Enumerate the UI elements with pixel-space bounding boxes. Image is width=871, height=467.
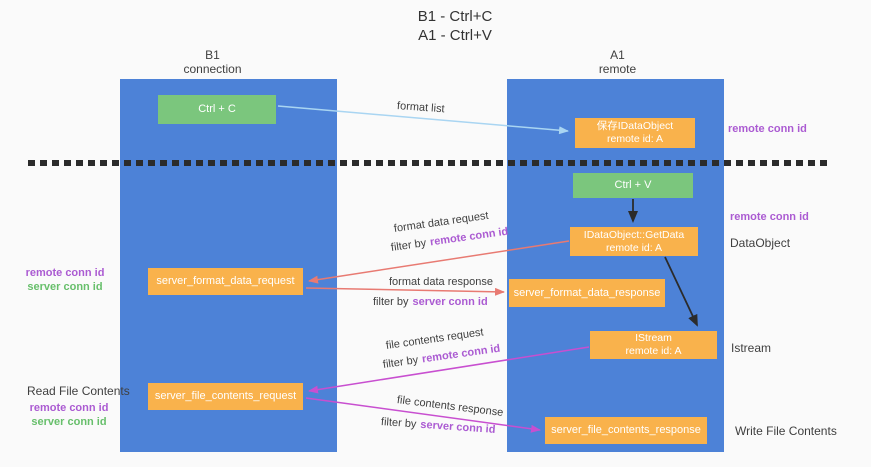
remote-conn-id-key: remote conn id xyxy=(421,342,501,366)
filter-by-text: filter by xyxy=(390,237,427,254)
node-server-format-data-response-label: server_format_data_response xyxy=(513,286,661,299)
annotation-write-file-contents: Write File Contents xyxy=(735,424,837,438)
label-format-list: format list xyxy=(396,100,445,116)
right-column-header: A1 remote xyxy=(555,48,680,76)
annotation-istream: Istream xyxy=(731,341,772,355)
annotation-left-bottom-remote: remote conn id xyxy=(29,402,109,414)
left-column-subtitle: connection xyxy=(183,62,242,76)
annotation-left-mid-remote: remote conn id xyxy=(25,267,105,279)
filter-by-text: filter by xyxy=(380,416,417,431)
node-save-idataobject-line1: 保存IDataObject xyxy=(596,120,674,132)
node-istream-line2: remote id: A xyxy=(625,345,682,357)
annotation-remote-conn-id-mid: remote conn id xyxy=(730,211,809,223)
right-column-subtitle: remote xyxy=(598,62,637,76)
annotation-remote-conn-id-top: remote conn id xyxy=(728,123,807,135)
node-server-format-data-response: server_format_data_response xyxy=(509,279,665,307)
annotation-read-file-contents: Read File Contents xyxy=(27,384,130,398)
node-ctrl-v: Ctrl + V xyxy=(573,173,693,198)
node-ctrl-v-label: Ctrl + V xyxy=(614,179,652,191)
annotation-dataobject: DataObject xyxy=(730,236,791,250)
filter-by-text: filter by xyxy=(373,296,409,308)
node-server-file-contents-response: server_file_contents_response xyxy=(545,417,707,444)
diagram-title: B1 - Ctrl+C A1 - Ctrl+V xyxy=(385,7,525,45)
node-idataobject-getdata: IDataObject::GetData remote id: A xyxy=(570,227,698,256)
node-istream-line1: IStream xyxy=(635,332,672,344)
node-server-file-contents-request: server_file_contents_request xyxy=(148,383,303,410)
node-server-file-contents-request-label: server_file_contents_request xyxy=(154,390,297,402)
remote-conn-id-key: remote conn id xyxy=(429,225,509,249)
annotation-left-bottom-server: server conn id xyxy=(31,416,107,428)
node-istream: IStream remote id: A xyxy=(590,331,717,359)
label-file-contents-response: file contents response xyxy=(396,394,504,419)
annotation-left-mid-conn-ids: remote conn id server conn id xyxy=(22,266,108,294)
annotation-left-bottom-conn-ids: remote conn id server conn id xyxy=(26,401,112,429)
left-column-title: B1 xyxy=(205,48,220,62)
node-server-file-contents-response-label: server_file_contents_response xyxy=(551,424,701,436)
filter-by-text: filter by xyxy=(382,354,419,371)
label-format-data-response: format data response xyxy=(389,276,493,288)
node-save-idataobject: 保存IDataObject remote id: A xyxy=(575,118,695,148)
node-server-format-data-request-label: server_format_data_request xyxy=(156,275,295,287)
left-column-header: B1 connection xyxy=(150,48,275,76)
node-ctrl-c: Ctrl + C xyxy=(158,95,276,124)
node-server-format-data-request: server_format_data_request xyxy=(148,268,303,295)
node-idataobject-getdata-line2: remote id: A xyxy=(605,241,663,254)
title-line-1: B1 - Ctrl+C xyxy=(417,8,493,25)
annotation-left-mid-server: server conn id xyxy=(27,281,103,293)
node-save-idataobject-line2: remote id: A xyxy=(606,133,664,145)
server-conn-id-key: server conn id xyxy=(412,296,488,308)
node-idataobject-getdata-line1: IDataObject::GetData xyxy=(583,228,685,241)
title-line-2: A1 - Ctrl+V xyxy=(418,27,492,44)
server-conn-id-key: server conn id xyxy=(419,418,496,436)
right-column-title: A1 xyxy=(610,48,625,62)
node-ctrl-c-label: Ctrl + C xyxy=(198,103,236,115)
